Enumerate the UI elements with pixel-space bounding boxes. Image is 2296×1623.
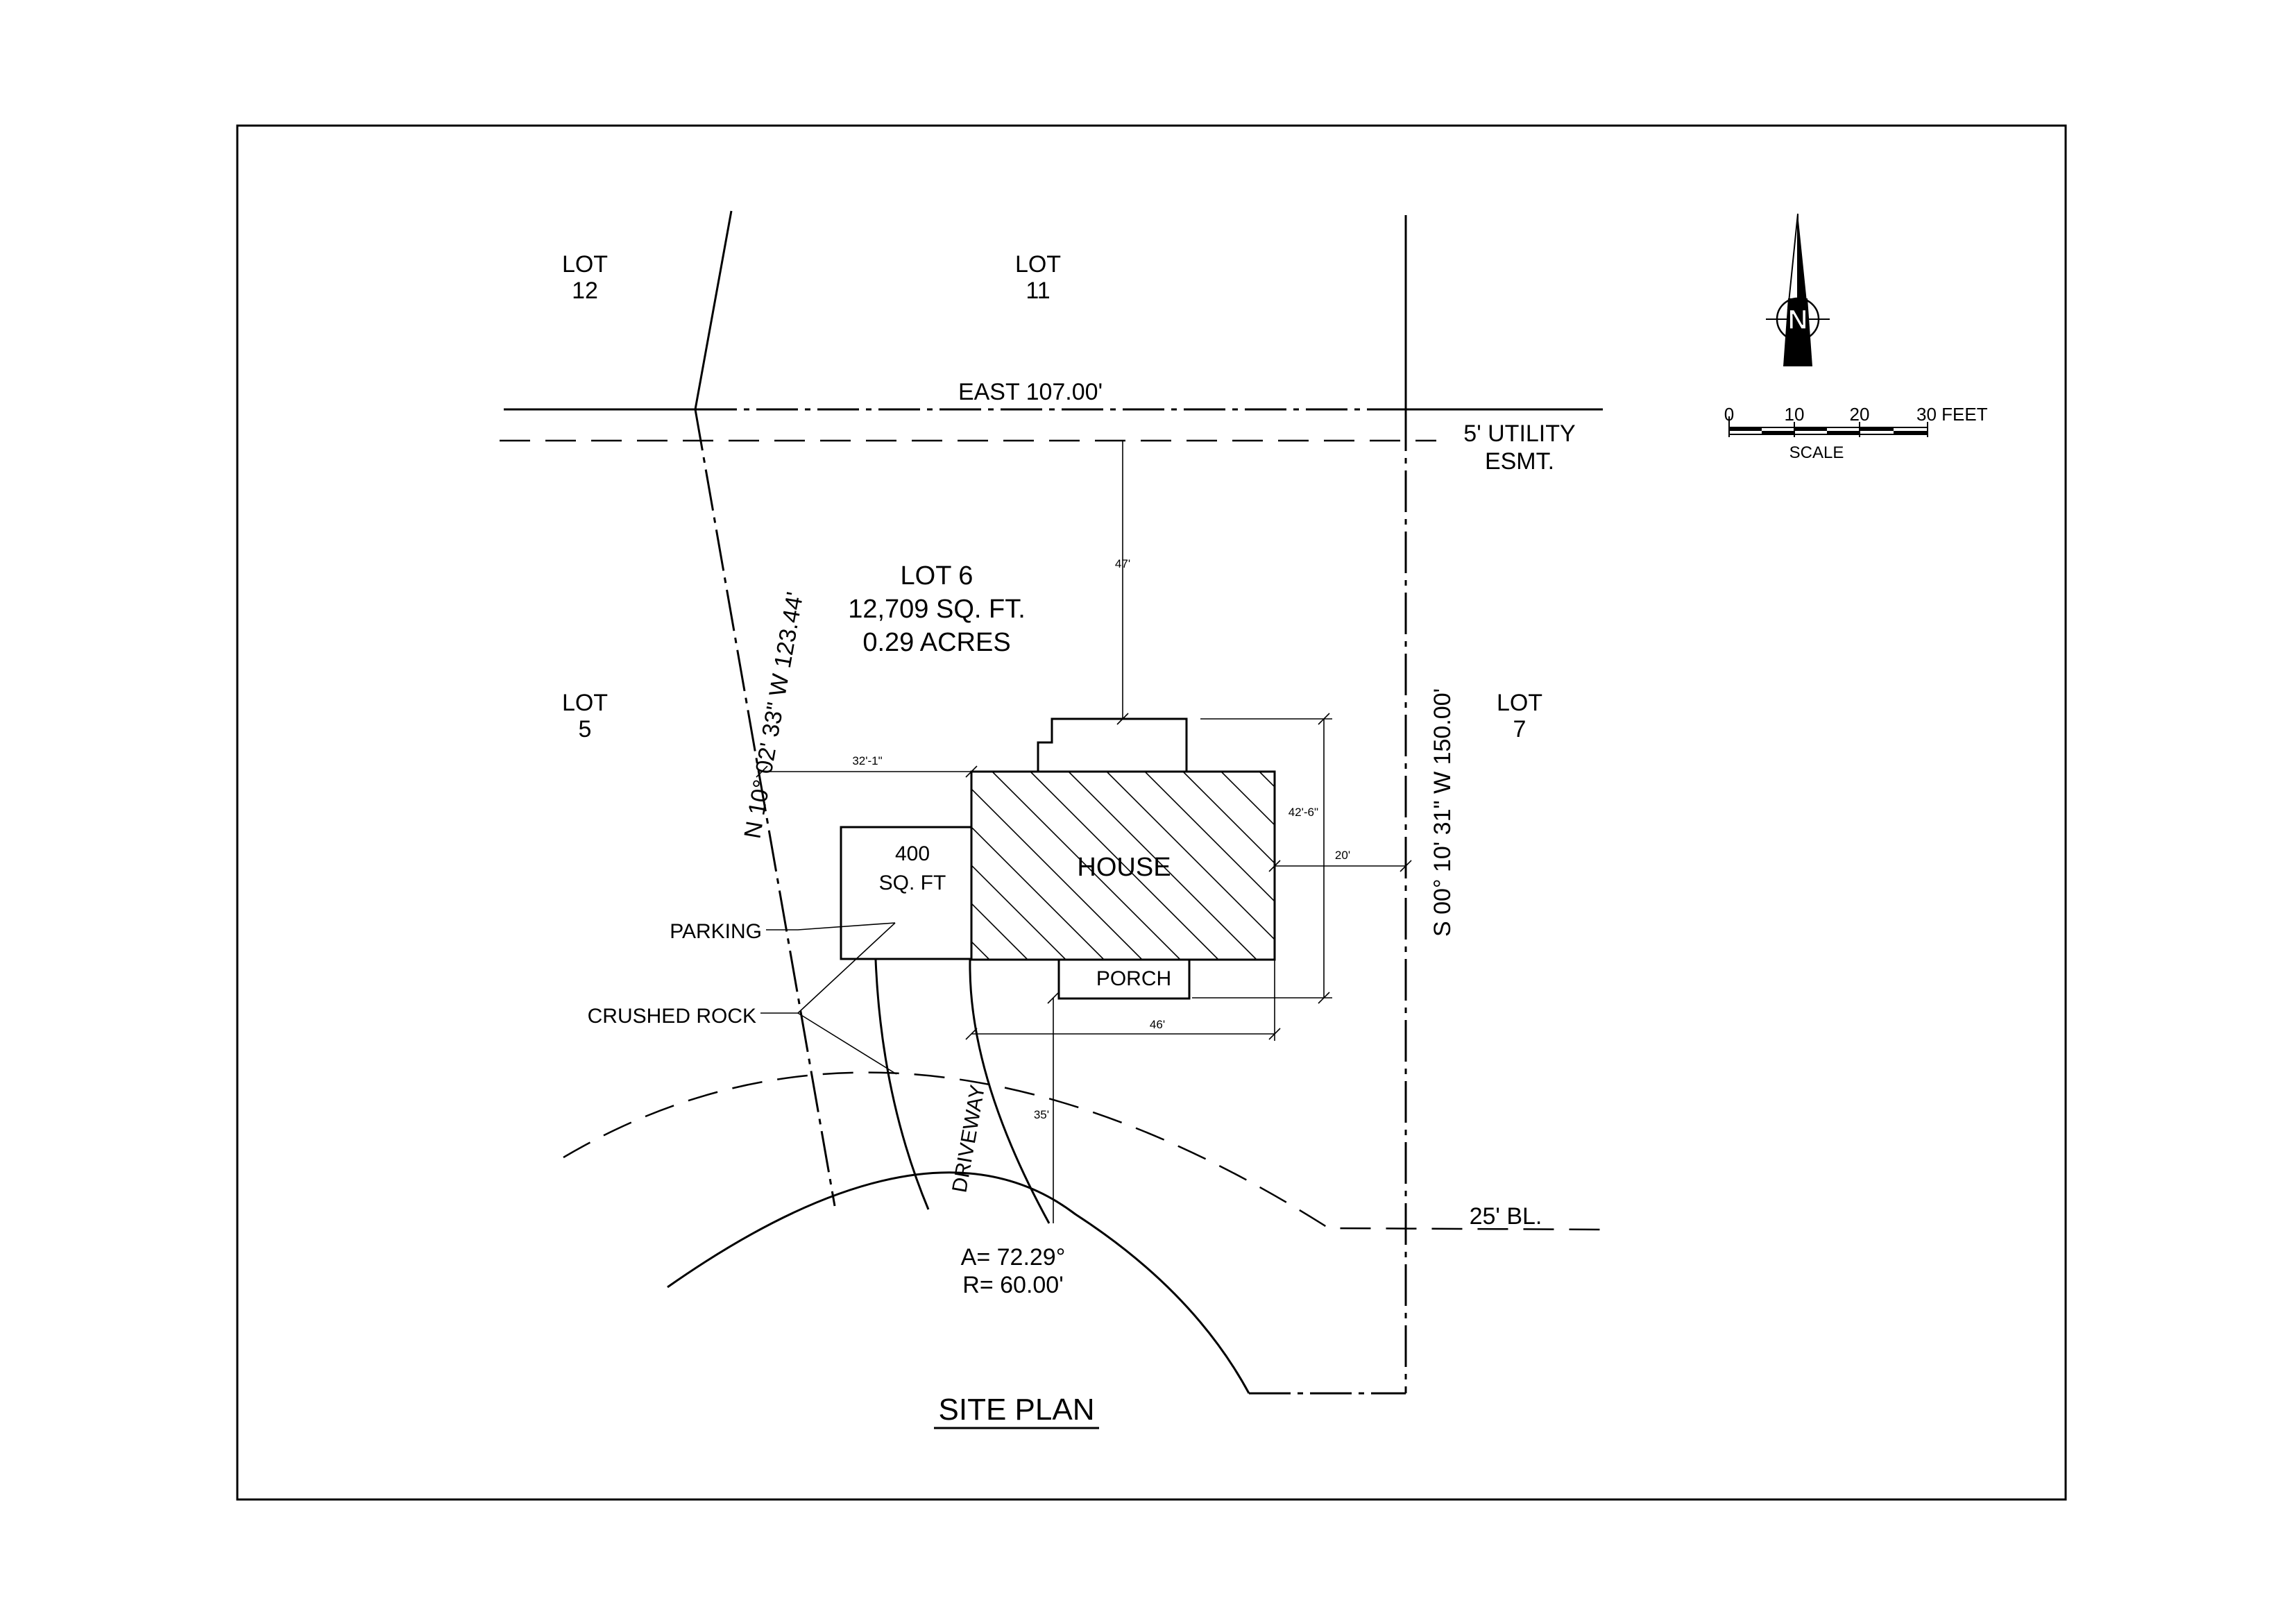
- lot-6-acres: 0.29 ACRES: [862, 628, 1010, 657]
- sheet-border: [236, 124, 2067, 1501]
- hatch-line: [1068, 772, 1257, 960]
- parking-area-number: 400: [895, 842, 930, 865]
- porch: [1057, 958, 1191, 1000]
- hatch-line: [1488, 772, 1676, 960]
- dim-side-west-text: 32'-1": [852, 754, 882, 767]
- lot-6-area: 12,709 SQ. FT.: [848, 595, 1026, 624]
- lot-7-label: LOT: [1497, 690, 1542, 716]
- house-hatch: [763, 772, 1676, 960]
- lot-12-number: 12: [572, 278, 598, 304]
- scale-tick-10: 10: [1785, 404, 1805, 425]
- utility-easement-label: 5' UTILITY: [1463, 420, 1575, 447]
- north-boundary-label: EAST 107.00': [958, 379, 1103, 405]
- lot-5-number: 5: [579, 716, 592, 742]
- east-boundary-label: S 00° 10' 31" W 150.00': [1429, 688, 1456, 937]
- north-arrow-icon: N: [1766, 213, 1830, 366]
- building-line-25ft: [563, 1071, 1604, 1231]
- lot-12-label: LOT: [562, 251, 608, 278]
- driveway-label: DRIVEWAY: [948, 1083, 989, 1194]
- dimension-ticks: [756, 713, 1412, 1040]
- curve-radius-label: R= 60.00': [962, 1272, 1063, 1298]
- cul-de-sac-arc: [667, 1171, 1250, 1394]
- crushed-rock-leader-3: [797, 1012, 897, 1075]
- driveway-west-edge: [874, 959, 930, 1210]
- hatch-line: [971, 902, 1028, 960]
- parking-leader: [766, 922, 896, 931]
- hatch-line: [1221, 772, 1275, 826]
- lot-11-label: LOT: [1015, 251, 1061, 278]
- dim-house-width-text: 46': [1150, 1018, 1165, 1031]
- drawing-title: SITE PLAN: [939, 1393, 1095, 1427]
- crushed-rock-label: CRUSHED ROCK: [588, 1005, 756, 1028]
- dim-house-depth-text: 42'-6": [1289, 806, 1318, 819]
- driveway-east-edge: [969, 959, 1051, 1224]
- scale-bar: 0 10 20 30 FEET SCALE: [1724, 404, 1988, 462]
- hatch-line: [763, 772, 951, 960]
- north-arrow-letter: N: [1788, 305, 1808, 335]
- scale-tick-20: 20: [1850, 404, 1870, 425]
- porch-label: PORCH: [1096, 967, 1171, 990]
- parking-label: PARKING: [670, 920, 762, 943]
- lot-6-name: LOT 6: [901, 561, 973, 590]
- hatch-line: [971, 940, 990, 960]
- house-bump-out: [1037, 717, 1188, 772]
- dim-front-setback-text: 47': [1115, 557, 1130, 570]
- scale-tick-30: 30 FEET: [1916, 404, 1988, 425]
- parking-area-unit: SQ. FT: [879, 872, 946, 894]
- curve-angle-label: A= 72.29°: [961, 1244, 1066, 1271]
- west-property-line: [694, 409, 836, 1207]
- dim-side-east-text: 20': [1335, 849, 1350, 862]
- scale-tick-0: 0: [1724, 404, 1734, 425]
- dim-rear-setback-text: 35': [1034, 1108, 1049, 1121]
- crushed-rock-leader-2: [797, 922, 896, 1014]
- hatch-line: [992, 772, 1181, 960]
- hatch-line: [1030, 772, 1219, 960]
- hatch-line: [1450, 772, 1638, 960]
- house-label: HOUSE: [1077, 853, 1171, 882]
- lot-5-label: LOT: [562, 690, 608, 716]
- hatch-line: [1182, 772, 1275, 865]
- hatch-line: [1144, 772, 1275, 903]
- lot-7-number: 7: [1513, 716, 1527, 742]
- hatch-line: [1106, 772, 1275, 941]
- scale-label: SCALE: [1789, 443, 1844, 462]
- building-line-label: 25' BL.: [1470, 1203, 1542, 1230]
- utility-easement-label-2: ESMT.: [1485, 448, 1554, 475]
- lot-line-12-11: [694, 210, 733, 410]
- hatch-line: [971, 826, 1105, 960]
- lot-11-number: 11: [1026, 278, 1050, 304]
- hatch-line: [971, 788, 1143, 960]
